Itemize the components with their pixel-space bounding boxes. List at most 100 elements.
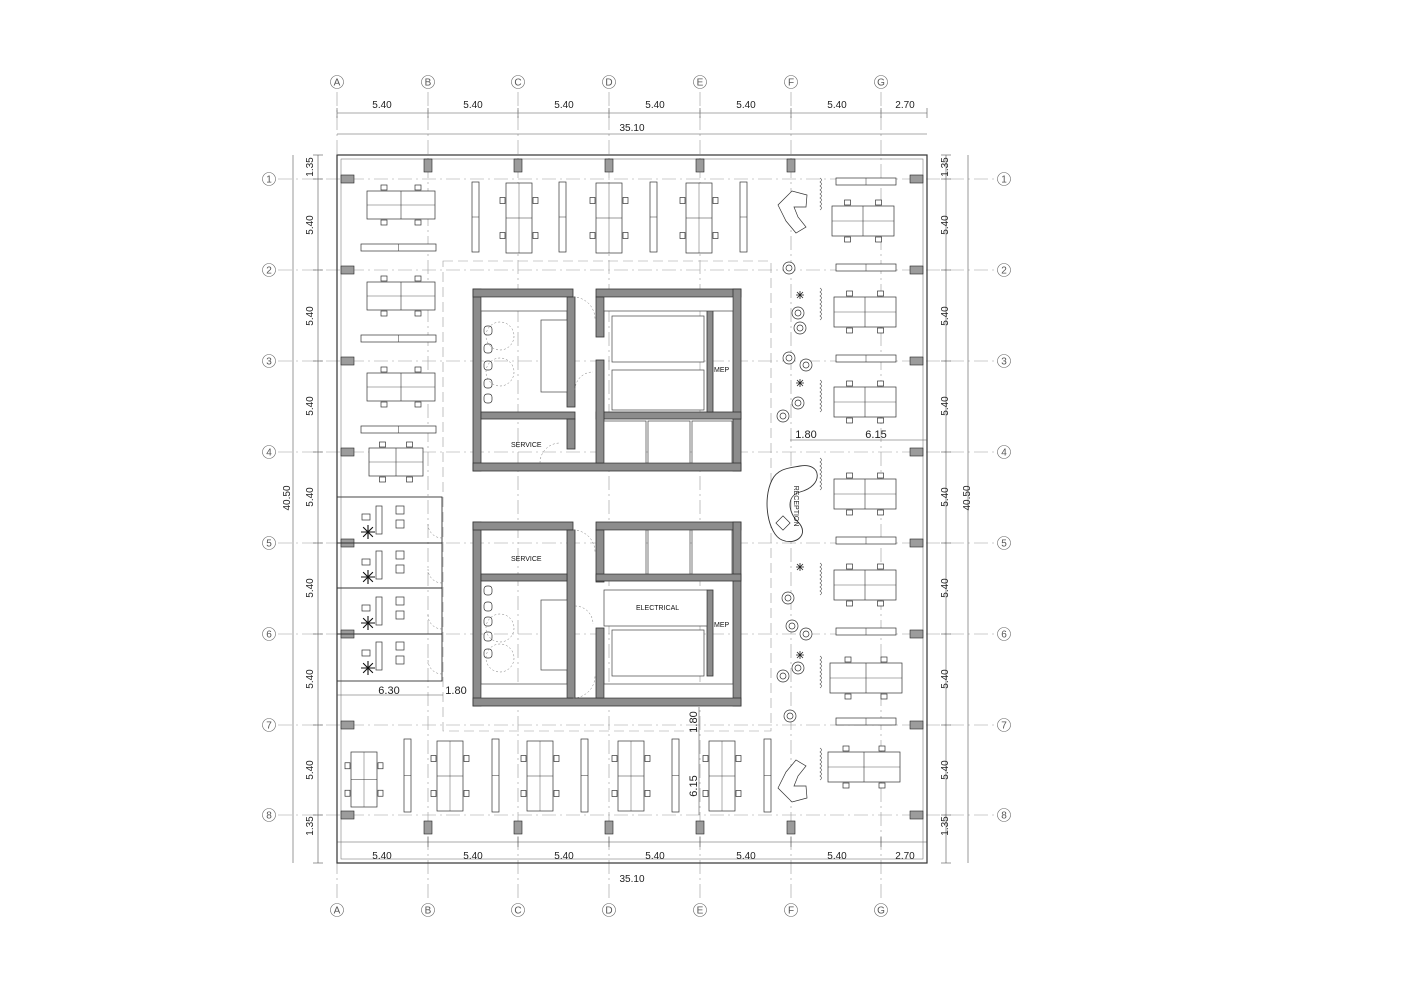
workstation-west-2-chair-s0 bbox=[380, 401, 388, 408]
workstation-south-3-chair-e1 bbox=[644, 790, 651, 797]
core-south-wall-vert-4 bbox=[706, 589, 714, 677]
workstation-south-4-chair-w1 bbox=[702, 790, 709, 797]
dim-right-row-4: 5.40 bbox=[940, 396, 951, 416]
column-west-7 bbox=[340, 810, 355, 820]
workstation-west-1-chair-n1 bbox=[414, 275, 422, 282]
workstation-east-5 bbox=[829, 656, 903, 700]
screen-east-3 bbox=[819, 457, 822, 491]
storage-south-4 bbox=[763, 738, 772, 813]
core-south: SERVICE ELECTRICAL MEP bbox=[472, 521, 742, 707]
workstation-south-1-chair-e1 bbox=[463, 790, 470, 797]
store-bench-north bbox=[603, 296, 734, 312]
lift-4 bbox=[603, 529, 647, 575]
workstation-east-6 bbox=[827, 745, 901, 789]
lounge-stool-seat-12 bbox=[786, 712, 794, 720]
office-seat-3 bbox=[361, 649, 371, 657]
grid-bubble-label-col-bottom-A: A bbox=[334, 906, 341, 917]
grid-bubble-label-row-right-8: 8 bbox=[1001, 811, 1007, 822]
column-east-2 bbox=[909, 356, 924, 366]
grid-bubble-row-right-7 bbox=[997, 718, 1011, 732]
wc-door-swing-2 bbox=[485, 613, 515, 643]
grid-bubble-row-right-2 bbox=[997, 263, 1011, 277]
workstation-north-2-chair-e1 bbox=[712, 232, 719, 239]
workstation-east-4-chair-s1 bbox=[877, 600, 884, 607]
storage-east-5 bbox=[835, 717, 897, 726]
lounge-stool-seat-6 bbox=[779, 412, 787, 420]
dim-top-bay-7: 2.70 bbox=[895, 100, 915, 111]
workstation-north-2-chair-e0 bbox=[712, 197, 719, 204]
column-east-4 bbox=[909, 538, 924, 548]
wc-fixtures bbox=[483, 321, 515, 673]
reception-desk: RECEPTION bbox=[766, 465, 818, 542]
workstation-east-0-chair-n1 bbox=[875, 199, 882, 206]
core-north-wall-lift-top bbox=[595, 411, 742, 420]
grid-bubble-row-left-4 bbox=[262, 445, 276, 459]
office-seat-2 bbox=[361, 604, 371, 612]
storage-west-1 bbox=[360, 334, 437, 343]
office-desk-0 bbox=[375, 505, 383, 535]
storage-south-2 bbox=[580, 738, 589, 813]
grid-bubble-label-col-top-D: D bbox=[605, 78, 612, 89]
column-east-0 bbox=[909, 174, 924, 184]
grid-bubble-col-top-C bbox=[511, 75, 525, 89]
core-north-wall-bottom bbox=[472, 462, 742, 472]
reception-stool bbox=[775, 515, 791, 531]
grid-bubble-label-row-right-5: 5 bbox=[1001, 539, 1007, 550]
grid-bubble-row-right-4 bbox=[997, 445, 1011, 459]
office-plant-0 bbox=[361, 525, 375, 539]
workstation-north-1-chair-w0 bbox=[589, 197, 596, 204]
dim-core-setback: 6.15 bbox=[688, 775, 700, 796]
room-label-mep-south: MEP bbox=[714, 622, 730, 629]
dim-corridor-west: 1.80 bbox=[445, 685, 466, 697]
grid-bubble-label-col-bottom-B: B bbox=[425, 906, 432, 917]
screen-east-2 bbox=[819, 379, 822, 413]
storage-south-1 bbox=[491, 738, 500, 813]
wc-north-0 bbox=[483, 325, 493, 336]
lounge-stool-seat-7 bbox=[784, 594, 792, 602]
workstation-north-2-chair-w1 bbox=[679, 232, 686, 239]
lounge-stool-seat-8 bbox=[788, 622, 796, 630]
column-south-1 bbox=[513, 820, 523, 835]
office-plant-2 bbox=[361, 616, 375, 630]
core-north-wall-vert-2 bbox=[566, 418, 576, 450]
column-south-3 bbox=[695, 820, 705, 835]
workstation-north-2-chair-w0 bbox=[679, 197, 686, 204]
door-swing-south-1 bbox=[572, 529, 596, 553]
core-south-wall-top-left bbox=[472, 521, 574, 531]
door-swing-north-3 bbox=[574, 371, 594, 391]
workstation-east-0-chair-s0 bbox=[844, 236, 851, 243]
grid-bubble-col-top-F bbox=[784, 75, 798, 89]
column-north-1 bbox=[513, 158, 523, 173]
screen-east-4 bbox=[819, 562, 822, 596]
workstation-south-3-chair-e0 bbox=[644, 755, 651, 762]
office-furniture bbox=[361, 505, 443, 675]
grid-bubble-label-row-left-5: 5 bbox=[266, 539, 272, 550]
workstation-north-1-chair-e1 bbox=[622, 232, 629, 239]
dim-right-row-1: 1.35 bbox=[940, 157, 951, 177]
furniture bbox=[344, 177, 903, 813]
stair-south bbox=[611, 629, 705, 677]
core-south-wall-lift-bottom bbox=[595, 573, 742, 582]
office-chair-1 bbox=[395, 550, 405, 560]
workstation-east-6-chair-n1 bbox=[878, 745, 886, 752]
core-south-wall-top-right bbox=[595, 521, 742, 531]
column-north-3 bbox=[695, 158, 705, 173]
workstation-east-2-chair-n0 bbox=[846, 380, 853, 387]
column-east-5 bbox=[909, 629, 924, 639]
workstation-west-3-chair-s1 bbox=[406, 476, 413, 483]
dim-right-total: 40.50 bbox=[962, 485, 973, 510]
grid-bubble-row-right-3 bbox=[997, 354, 1011, 368]
dim-bottom-bay-1: 5.40 bbox=[372, 851, 392, 862]
lounge-stool-seat-0 bbox=[785, 264, 793, 272]
lounge-stool-seat-5 bbox=[794, 399, 802, 407]
workstation-south-2-chair-e1 bbox=[553, 790, 560, 797]
door-swing-south-3 bbox=[574, 605, 594, 625]
office-desk-1 bbox=[375, 550, 383, 580]
workstation-west-3-chair-n1 bbox=[406, 441, 413, 448]
grid-bubble-row-right-8 bbox=[997, 808, 1011, 822]
wc-bench-north bbox=[480, 296, 568, 312]
core-south-wall-mid-left bbox=[566, 529, 576, 699]
wc-north-2 bbox=[483, 360, 493, 371]
grid-bubble-row-left-5 bbox=[262, 536, 276, 550]
